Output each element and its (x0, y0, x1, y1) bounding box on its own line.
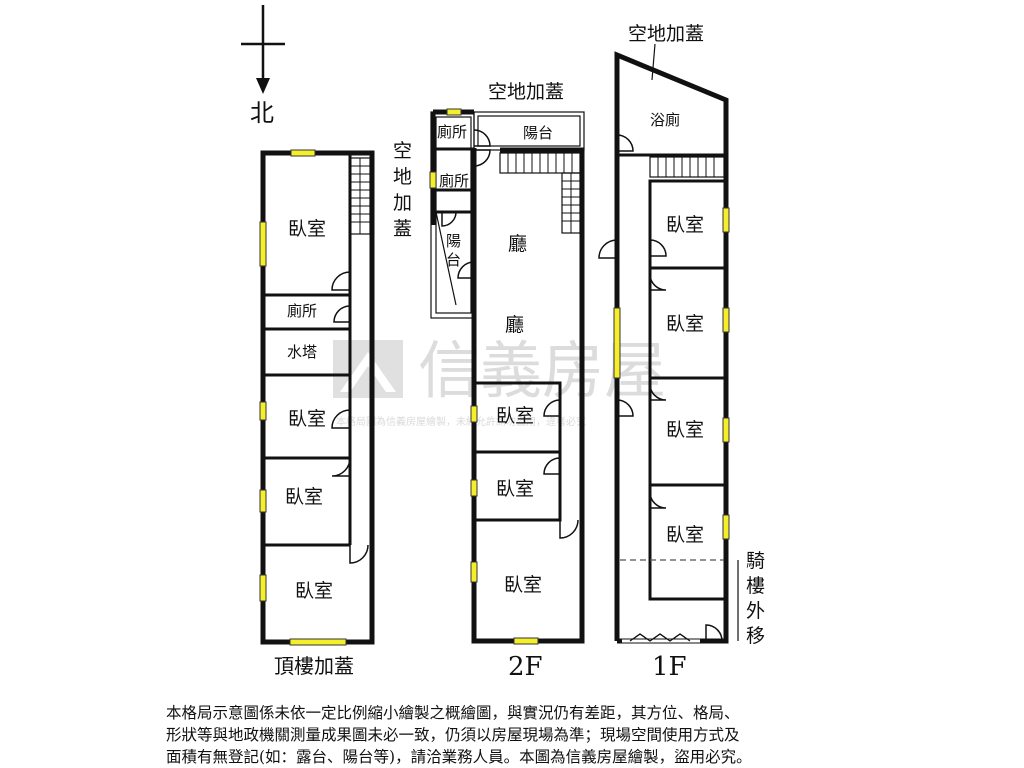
floor1-plan: 空地加蓋 浴廁 臥室 臥室 臥室 臥室 騎 樓 外 移 1F (598, 23, 765, 682)
rooftop-stairs (349, 157, 371, 235)
floor2-addon-side-2: 地 (393, 166, 412, 188)
floor1-floor-label: 1F (652, 652, 687, 682)
rooftop-room-bedroom-1: 臥室 (288, 218, 326, 240)
floor1-addon-top: 空地加蓋 (628, 23, 704, 45)
floor1-arcade-note-3: 外 (746, 600, 765, 622)
floor1-room-bedroom-2: 臥室 (666, 313, 704, 335)
floor2-floor-label: 2F (508, 652, 543, 682)
floor2-addon-top: 空地加蓋 (488, 81, 564, 103)
rooftop-plan: 臥室 廁所 水塔 臥室 臥室 臥室 頂樓加蓋 (259, 149, 375, 678)
floor1-arcade-note-2: 樓 (746, 575, 765, 597)
disclaimer: 本格局示意圖係未依一定比例縮小繪製之概繪圖，與實況仍有差距，其方位、格局、 形狀… (166, 702, 866, 768)
watermark: 信義房屋 本格局圖為信義房屋繪製，未經允許請勿盜用，違者必究 (333, 334, 666, 428)
floor2-room-toilet-1: 廁所 (437, 123, 467, 141)
floor1-room-bedroom-4: 臥室 (666, 524, 704, 546)
floor1-arcade-note-1: 騎 (746, 550, 765, 572)
rooftop-room-bedroom-3: 臥室 (285, 486, 323, 508)
disclaimer-line-2: 形狀等與地政機關測量成果圖未必一致，仍須以房屋現場為準；現場空間使用方式及 (166, 726, 740, 744)
floor2-room-hall-1: 廳 (508, 233, 527, 255)
watermark-brand: 信義房屋 (418, 334, 666, 407)
floor2-addon-side-1: 空 (393, 140, 412, 162)
floor1-room-bedroom-1: 臥室 (666, 214, 704, 236)
rooftop-floor-label: 頂樓加蓋 (274, 654, 354, 678)
floor2-room-side-balcony-2: 台 (446, 251, 461, 269)
disclaimer-line-1: 本格局示意圖係未依一定比例縮小繪製之概繪圖，與實況仍有差距，其方位、格局、 (166, 704, 740, 722)
rooftop-room-water-tower: 水塔 (287, 343, 317, 361)
floor1-room-bathroom: 浴廁 (650, 111, 680, 129)
north-label: 北 (250, 99, 274, 127)
rooftop-room-toilet: 廁所 (287, 302, 317, 320)
floor2-room-side-balcony-1: 陽 (446, 232, 461, 250)
floor2-room-toilet-2: 廁所 (439, 172, 469, 190)
floor2-room-bedroom-2: 臥室 (496, 478, 534, 500)
watermark-logo-icon (333, 340, 403, 398)
floor2-room-hall-2: 廳 (505, 314, 524, 336)
floor2-room-bedroom-1: 臥室 (496, 405, 534, 427)
floor1-arcade-note-4: 移 (746, 625, 765, 647)
north-arrow-icon (241, 5, 285, 94)
rooftop-room-bedroom-2: 臥室 (288, 408, 326, 430)
watermark-subtext: 本格局圖為信義房屋繪製，未經允許請勿盜用，違者必究 (336, 415, 586, 428)
floor2-stairs (499, 152, 581, 234)
rooftop-room-bedroom-4: 臥室 (295, 580, 333, 602)
floor1-room-bedroom-3: 臥室 (666, 419, 704, 441)
floor2-room-bedroom-3: 臥室 (504, 574, 542, 596)
floor2-addon-side-4: 蓋 (393, 218, 412, 240)
floor2-plan: 空地加蓋 空 地 加 蓋 廁所 陽台 廁所 陽 台 廳 廳 臥室 臥室 臥室 2… (393, 81, 585, 682)
disclaimer-line-3: 面積有無登記(如：露台、陽台等)，請洽業務人員。本圖為信義房屋繪製，盜用必究。 (166, 748, 752, 766)
floor1-stairs (649, 156, 725, 178)
floor2-room-balcony: 陽台 (523, 124, 553, 142)
floor2-addon-side-3: 加 (393, 192, 412, 214)
